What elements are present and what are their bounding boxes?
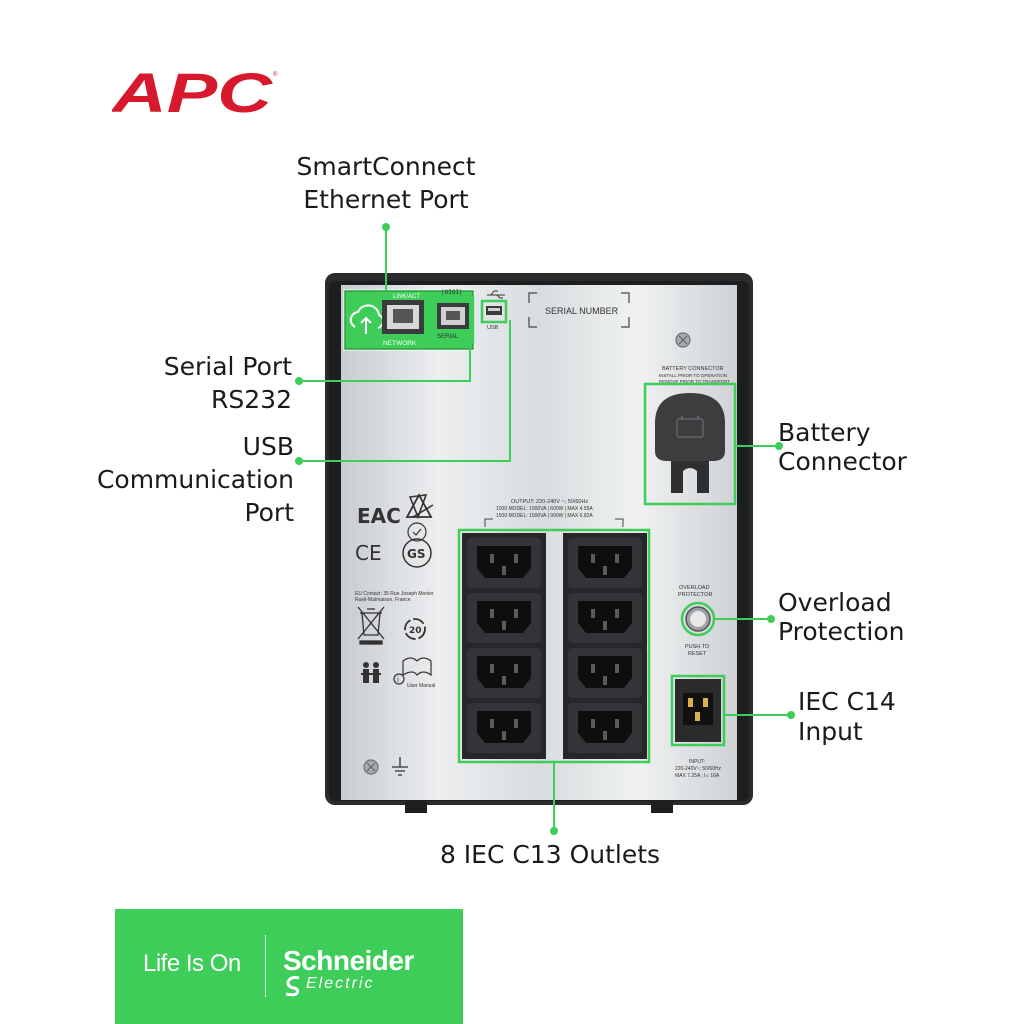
serial-io-icon: |OIOI|: [441, 289, 463, 296]
iec-c13-outlet: [467, 703, 541, 753]
usb-trident-icon: [487, 290, 505, 299]
callout-usb-port: USB Communication Port: [96, 432, 294, 527]
battery-connector-highlight: [643, 382, 737, 506]
schneider-electric-text: Electric: [306, 975, 375, 992]
reset-button: [690, 611, 706, 627]
svg-text:1000 MODEL: 1000VA | 600W | M: 1000 MODEL: 1000VA | 600W | MAX 4.55A: [496, 506, 593, 512]
iec-c13-outlet: [467, 538, 541, 588]
recycle-20-icon: 20: [404, 618, 426, 640]
usb-label: USB: [487, 325, 499, 331]
life-is-on-tagline: Life Is On: [143, 950, 241, 977]
callout-battery-connector: Battery Connector: [778, 418, 907, 476]
ups-rear-panel: LINK/ACT NETWORK SERIAL |OIOI| USB SERIA…: [325, 273, 753, 813]
outlet-grid: [467, 538, 642, 753]
svg-text:PROTECTOR: PROTECTOR: [678, 592, 712, 598]
serial-label: SERIAL: [437, 334, 459, 340]
iec-c13-outlet: [568, 648, 642, 698]
network-label: NETWORK: [383, 340, 417, 347]
link-act-label: LINK/ACT: [393, 294, 420, 300]
apc-logo-text: APC: [112, 66, 274, 118]
two-person-lift-icon: [361, 662, 381, 683]
svg-text:GS: GS: [407, 547, 426, 561]
registered-mark-icon: ®: [273, 71, 278, 78]
footer-divider: [265, 935, 266, 997]
battery-connector-plug: [655, 393, 725, 493]
callout-serial-port: Serial Port RS232: [163, 352, 292, 414]
weee-bin-icon: [357, 606, 385, 645]
ground-symbol-icon: [392, 757, 408, 776]
svg-text:RESET: RESET: [688, 651, 707, 657]
ups-foot-left: [405, 801, 427, 813]
callout-overload-protection: Overload Protection: [778, 588, 905, 646]
serial-number-label: SERIAL NUMBER: [545, 306, 619, 316]
svg-text:INPUT:: INPUT:: [689, 759, 705, 765]
serial-number-frame: [528, 292, 630, 328]
svg-text:MAX 7.25A ; Iₙ: 16A: MAX 7.25A ; Iₙ: 16A: [675, 773, 720, 779]
eac-mark: EAC: [357, 504, 401, 528]
ce-mark: CE: [355, 541, 382, 565]
svg-text:PUSH TO: PUSH TO: [685, 644, 710, 650]
svg-text:i: i: [397, 676, 399, 684]
callout-outlets: 8 IEC C13 Outlets: [439, 840, 661, 869]
user-manual-label: User Manual: [407, 683, 435, 689]
svg-text:INSTALL PRIOR TO OPERATION: INSTALL PRIOR TO OPERATION: [659, 373, 727, 378]
apc-logo: APC ®: [112, 66, 278, 118]
schneider-s-icon: [285, 976, 300, 997]
battery-icon: [676, 418, 704, 438]
svg-text:OVERLOAD: OVERLOAD: [679, 585, 710, 591]
iec-c13-outlet: [568, 593, 642, 643]
iec-c13-outlet: [467, 648, 541, 698]
eu-contact-line2: Rueil-Malmaison, France: [355, 597, 411, 603]
callout-iec-input: IEC C14 Input: [798, 687, 896, 746]
svg-text:1500 MODEL: 1500VA | 900W | M: 1500 MODEL: 1500VA | 900W | MAX 6.82A: [496, 513, 593, 519]
svg-text:220-240V~; 50/60Hz: 220-240V~; 50/60Hz: [675, 766, 722, 772]
iec-c13-outlet: [568, 703, 642, 753]
eu-contact-line1: EU Contact: 35 Rue Joseph Monier: [355, 591, 434, 597]
battery-connector-label: BATTERY CONNECTOR: [662, 366, 724, 372]
iec-c13-outlet: [467, 593, 541, 643]
schneider-logo-text: Schneider: [283, 945, 414, 976]
svg-text:20: 20: [409, 626, 422, 636]
ups-foot-right: [651, 801, 673, 813]
user-manual-icon: i: [393, 657, 432, 685]
schneider-footer-banner: Life Is On Schneider Electric: [115, 909, 463, 1024]
iec-c14-pins: [688, 698, 708, 721]
rcm-triangle-icon: [405, 493, 434, 520]
callout-ethernet-port: SmartConnect Ethernet Port: [296, 152, 476, 214]
gs-mark-icon: GS: [402, 522, 432, 568]
svg-text:REMOVE PRIOR TO TRANSPORT: REMOVE PRIOR TO TRANSPORT: [659, 379, 730, 384]
iec-input-highlight: [670, 674, 726, 747]
svg-text:OUTPUT: 220-240V ~; 50/60Hz: OUTPUT: 220-240V ~; 50/60Hz: [511, 499, 588, 505]
iec-c13-outlet: [568, 538, 642, 588]
